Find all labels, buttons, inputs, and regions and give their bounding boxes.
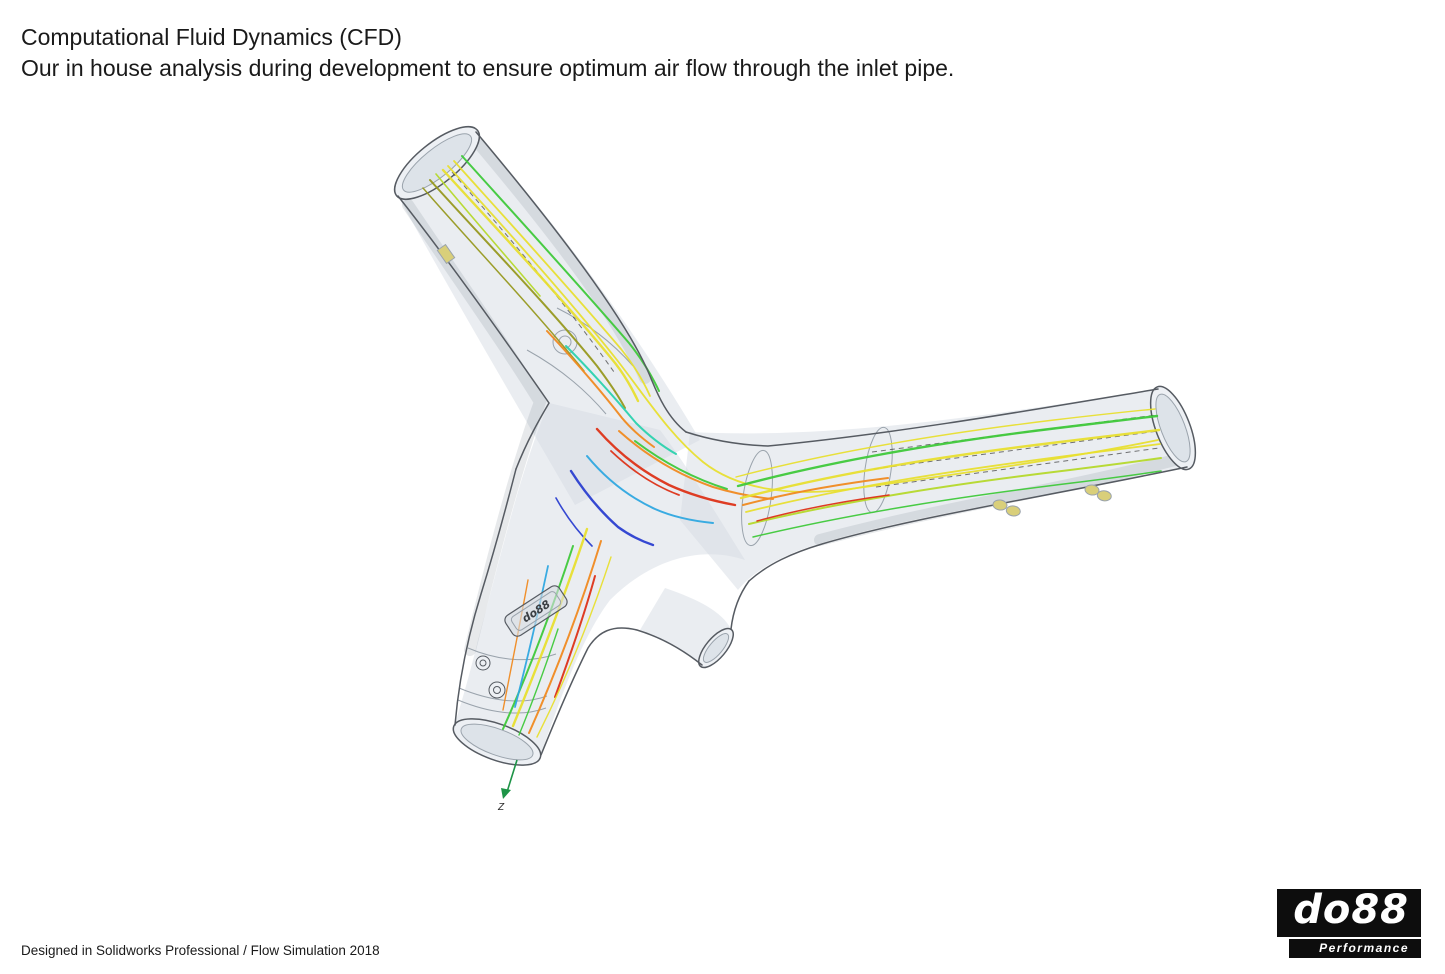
nipple-body — [436, 243, 456, 265]
page-subtitle: Our in house analysis during development… — [21, 55, 955, 81]
streamline-yellow — [453, 160, 651, 397]
edge-bottom-tube-left — [454, 468, 517, 726]
badge-plate — [504, 585, 568, 637]
streamline-olive — [429, 179, 626, 409]
streamline-yellow — [739, 428, 1161, 500]
bung-nut — [1084, 484, 1100, 496]
bottom-tube-boss-2-hole — [493, 686, 501, 694]
z-axis-indicator: Z — [497, 759, 518, 813]
hidden-edge — [873, 430, 1159, 470]
bottom-tube-seam — [467, 647, 557, 661]
bottom-opening-bore — [460, 723, 534, 761]
bung-nut — [1096, 490, 1112, 502]
streamline-yellow — [511, 527, 589, 728]
streamline-cyan — [514, 565, 549, 708]
bend-seam-1 — [556, 307, 634, 367]
z-axis-label: Z — [497, 802, 505, 813]
streamline-yellow — [441, 168, 640, 403]
stub-opening-bore — [702, 633, 730, 663]
streamline-orange — [502, 579, 529, 711]
logo-wordmark: do88 — [1277, 889, 1421, 937]
hidden-edge — [875, 447, 1160, 488]
streamline-green — [634, 440, 728, 490]
bend-seam-2 — [526, 349, 607, 415]
streamline-red — [610, 450, 680, 496]
edge-top-tube-right — [475, 131, 687, 433]
pipe-top-tube — [398, 132, 700, 505]
streamline-yellow — [735, 408, 1156, 478]
streamline-orange — [742, 477, 889, 506]
z-axis-line — [506, 759, 518, 793]
streamline-orange — [546, 330, 655, 448]
streamline-blue — [569, 469, 655, 547]
streamline-green — [752, 470, 1162, 538]
edge-top-tube-left — [397, 195, 550, 470]
bead-seam-1 — [458, 687, 548, 702]
pipe-shading-top — [474, 139, 651, 384]
sensor-bung-2 — [1084, 484, 1112, 502]
badge-inner-frame — [510, 591, 562, 631]
streamline-yellow — [745, 443, 1161, 513]
streamline-red — [756, 494, 890, 522]
streamline-yellow-green — [435, 173, 541, 297]
streamline-red — [554, 575, 596, 698]
z-axis-arrowhead — [501, 788, 511, 799]
pipe-seams — [457, 307, 893, 714]
streamline-green — [502, 545, 574, 730]
pipe-details — [436, 243, 1112, 699]
edge-stub-right — [730, 580, 750, 630]
streamline-yellow-long — [447, 165, 1159, 493]
do88-logo: do88 Performance — [1277, 889, 1421, 958]
pipe-shading-left — [402, 199, 547, 656]
sensor-bung-1 — [992, 499, 1021, 517]
pipe-body — [398, 132, 1187, 757]
right-opening-bore — [1155, 393, 1191, 463]
streamline-green — [518, 628, 559, 736]
page-title: Computational Fluid Dynamics (CFD) — [21, 24, 402, 50]
streamline-olive — [422, 187, 585, 372]
bung-nut — [1005, 505, 1021, 517]
streamline-blue — [555, 497, 593, 547]
streamline-cyan — [586, 455, 714, 524]
streamline-orange — [528, 540, 602, 734]
right-opening — [1149, 385, 1197, 471]
junction-seam — [741, 449, 773, 547]
footer-note: Designed in Solidworks Professional / Fl… — [21, 943, 380, 958]
pipe-shading-right — [814, 454, 1181, 546]
bung-nut — [992, 499, 1008, 511]
bottom-tube-boss-1-hole — [479, 659, 487, 667]
edge-stub-left-and-bottom-tube-right — [540, 627, 703, 756]
streamline-red — [595, 427, 737, 507]
edge-right-tube-top — [685, 388, 1159, 447]
top-tube-nipple — [436, 243, 456, 265]
bottom-opening — [452, 718, 542, 766]
logo-tagline: Performance — [1289, 939, 1421, 958]
pipe-openings — [393, 126, 1197, 766]
streamline-yellow-green — [748, 457, 1162, 525]
streamline-green — [736, 414, 1159, 488]
pipe-edges — [397, 131, 1188, 756]
streamline-yellow — [536, 556, 612, 738]
page-header: Computational Fluid Dynamics (CFD) Our i… — [21, 22, 954, 84]
streamline-teal — [565, 345, 677, 455]
